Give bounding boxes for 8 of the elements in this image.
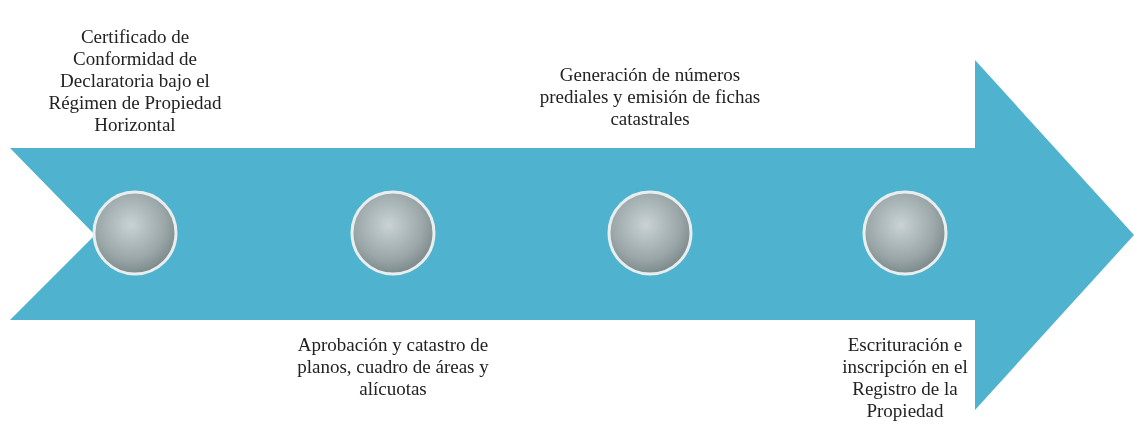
milestone-circle <box>92 190 178 276</box>
milestone-circle <box>862 190 948 276</box>
milestone-circle <box>607 190 693 276</box>
milestone-caption: Generación de números prediales y emisión de fichas catastrales <box>539 64 761 130</box>
milestone-caption: Escrituración e inscripción en el Registro de la Propiedad <box>841 334 969 422</box>
milestone-caption: Aprobación y catastro de planos, cuadro de áreas y alícuotas <box>296 334 490 400</box>
milestone-circle <box>350 190 436 276</box>
milestone-caption: Certificado de Conformidad de Declaratoria bajo el Régimen de Propiedad Horizontal <box>47 26 223 136</box>
